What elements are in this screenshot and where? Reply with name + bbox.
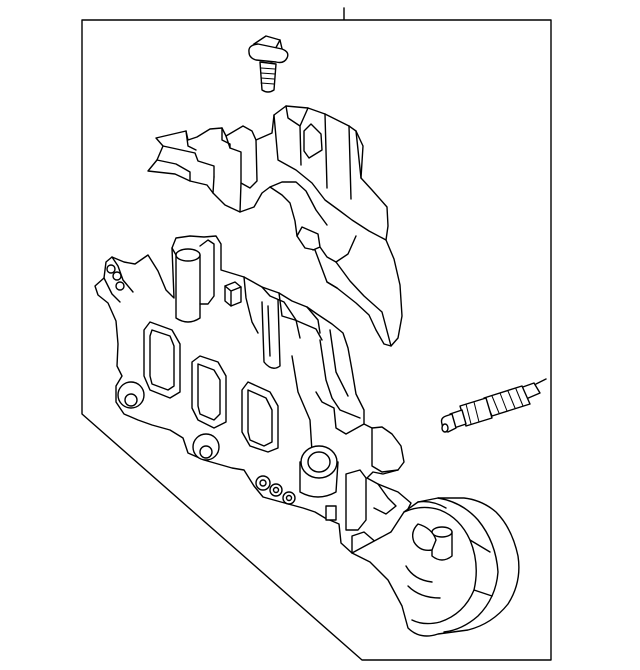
manifold-housing-icon (94, 235, 412, 554)
upper-bracket-cover-icon (147, 105, 403, 347)
bolt-icon (248, 35, 289, 93)
sensor-plug-icon (440, 378, 547, 433)
filter-cap-icon (351, 497, 520, 637)
